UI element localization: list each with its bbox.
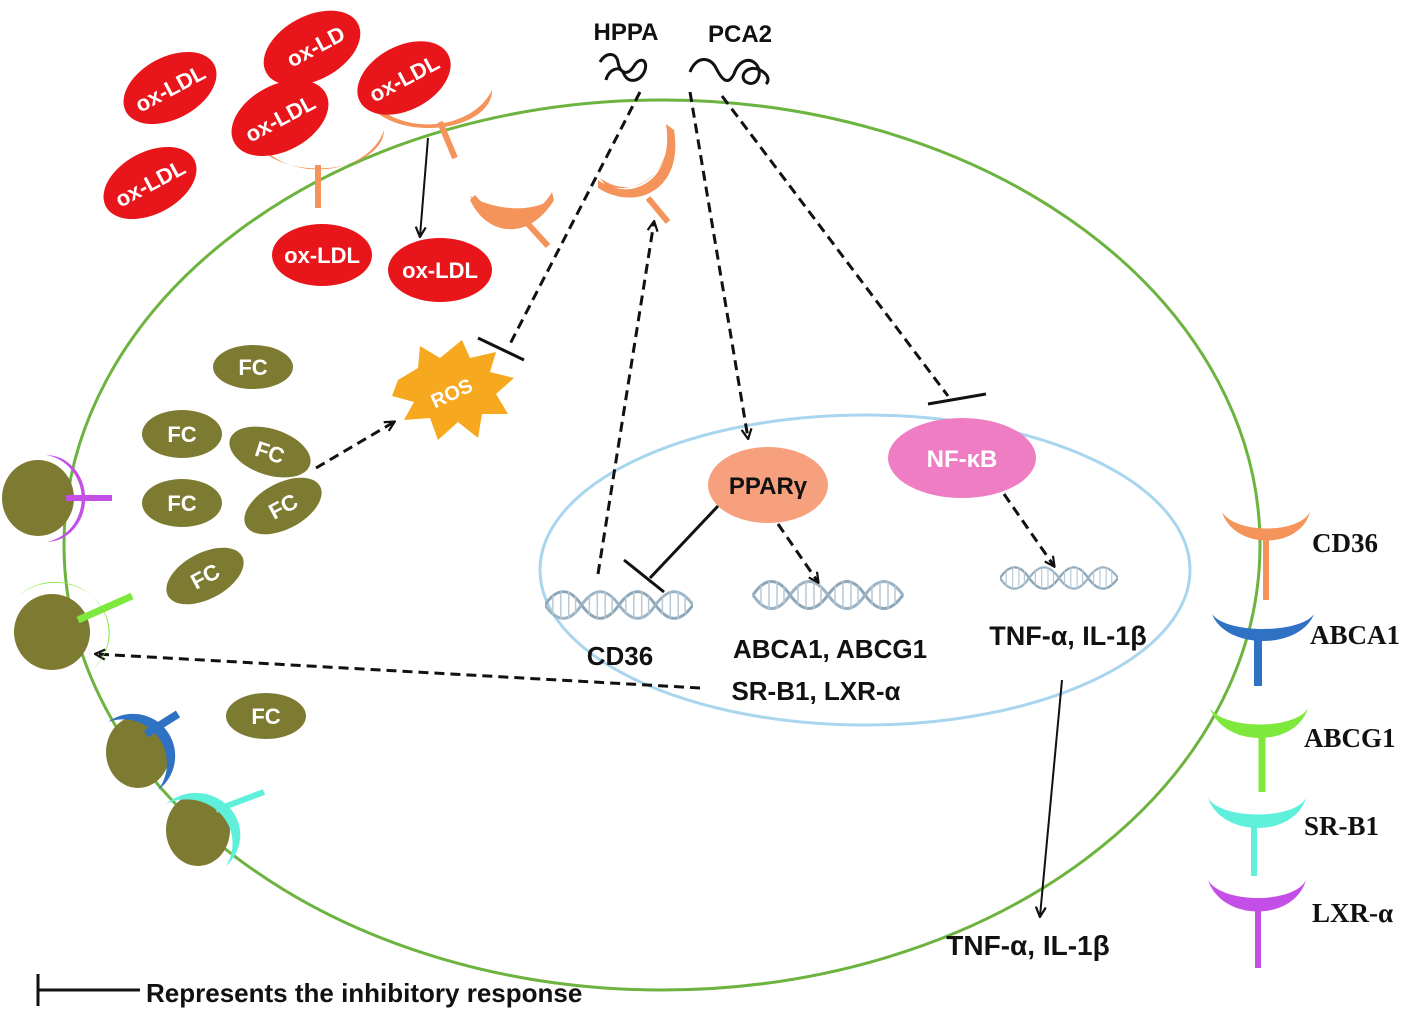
fc-particle: FC <box>226 693 306 739</box>
dna-cd36-icon <box>545 589 693 621</box>
cell-membrane <box>62 98 1262 992</box>
uptake-arrow <box>420 137 429 236</box>
ppar-label: PPARγ <box>729 473 808 500</box>
pca2-label: PCA2 <box>708 21 772 48</box>
fc-particle: FC <box>166 547 244 605</box>
legend-srb1: SR-B1 <box>1208 798 1379 876</box>
ppar-to-abca-arrow <box>776 523 818 582</box>
inhibitory-key: Represents the inhibitory response <box>36 974 582 1008</box>
legend-abca1-label: ABCA1 <box>1310 620 1400 650</box>
legend-abcg1: ABCG1 <box>1210 708 1396 792</box>
ppar-inhibits-cd36 <box>648 504 720 580</box>
legend-abcg1-label: ABCG1 <box>1304 723 1396 753</box>
oxldl-particle: ox-LDL <box>388 238 492 302</box>
nfkb-to-tnf-arrow <box>1002 493 1054 566</box>
nfkb-node: NF-κB <box>888 418 1036 498</box>
oxldl-particle: ox-LDL <box>103 146 197 220</box>
oxldl-label: ox-LDL <box>284 243 360 268</box>
legend-lxra: LXR-α <box>1208 880 1393 968</box>
oxldl-bound-receptor: ox-LDL <box>231 79 384 208</box>
legend: CD36 ABCA1 ABCG1 SR-B1 LXR-α <box>1208 512 1400 968</box>
fc-particle: FC <box>213 345 293 389</box>
ppar-node: PPARγ <box>708 447 828 523</box>
cd36-gene-label: CD36 <box>587 641 653 671</box>
fc-to-ros-arrow <box>315 422 394 470</box>
legend-cd36: CD36 <box>1222 512 1378 600</box>
tnf-secreted-label: TNF-α, IL-1β <box>946 930 1109 961</box>
abca-gene-label-1: ABCA1, ABCG1 <box>733 634 927 664</box>
dna-tnf-icon <box>1000 565 1118 591</box>
oxldl-bound-receptor: ox-LDL <box>357 41 493 160</box>
fc-label: FC <box>167 491 196 516</box>
fc-label: FC <box>251 704 280 729</box>
cd36-receptor <box>598 124 676 224</box>
cd36-receptor <box>470 192 554 249</box>
abca1-membrane-receptor <box>106 710 181 790</box>
abcg1-membrane-receptor <box>14 581 134 670</box>
fc-particle: FC <box>244 477 322 535</box>
oxldl-particle: ox-LDL <box>123 51 217 125</box>
efflux-arrow <box>96 654 701 690</box>
inhibition-bar <box>477 336 525 362</box>
hppa-molecule-icon <box>598 53 648 82</box>
inhibition-bar <box>623 558 665 594</box>
fc-label: FC <box>167 422 196 447</box>
oxldl-particle: ox-LD <box>263 10 361 86</box>
secretion-arrow <box>1040 679 1063 916</box>
legend-cd36-label: CD36 <box>1312 528 1378 558</box>
pca2-to-ppar-arrow <box>688 91 748 438</box>
srb1-membrane-receptor <box>166 789 266 866</box>
tnf-gene-label: TNF-α, IL-1β <box>989 621 1147 651</box>
nfkb-label: NF-κB <box>927 446 998 473</box>
ros-burst: ROS <box>392 340 514 440</box>
legend-srb1-label: SR-B1 <box>1304 811 1379 841</box>
legend-lxra-label: LXR-α <box>1312 898 1393 928</box>
pca2-molecule-icon <box>688 58 770 86</box>
nucleus <box>538 413 1192 727</box>
cd36-gene-to-receptor-arrow <box>596 222 654 575</box>
inhibitory-key-label: Represents the inhibitory response <box>146 978 582 1008</box>
dna-abca-icon <box>751 579 905 611</box>
fc-particle: FC <box>229 426 311 478</box>
fc-particle: FC <box>142 479 222 527</box>
fc-particle: FC <box>142 410 222 458</box>
legend-abca1: ABCA1 <box>1212 614 1400 686</box>
pca2-inhibits-nfkb <box>720 95 950 397</box>
abca-gene-label-2: SR-B1, LXR-α <box>731 676 900 706</box>
lxra-membrane-receptor <box>2 455 112 542</box>
inhibition-bar <box>927 392 987 406</box>
fc-label: FC <box>238 355 267 380</box>
hppa-label: HPPA <box>594 19 659 46</box>
oxldl-label: ox-LDL <box>402 258 478 283</box>
oxldl-particle: ox-LDL <box>272 224 372 286</box>
